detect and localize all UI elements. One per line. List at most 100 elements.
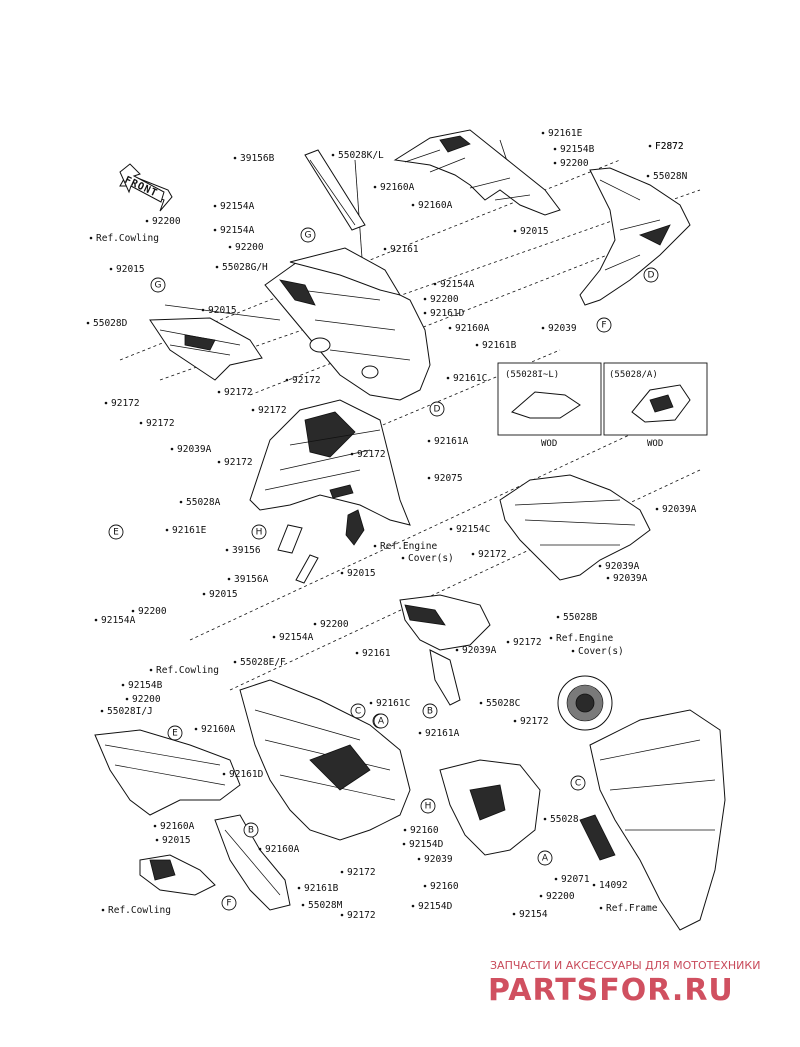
part-label: 92154 (519, 909, 548, 920)
leader-dot (213, 204, 217, 208)
inset-box-footer: WOD (647, 439, 663, 449)
part-39156b (304, 149, 366, 231)
leader-dot (201, 308, 205, 312)
callout-circle (243, 822, 259, 838)
part-label: 92039 (424, 854, 453, 865)
leader-dot (301, 903, 305, 907)
leader-dot (233, 660, 237, 664)
leader-dot (423, 311, 427, 315)
part-label: F2872 (655, 141, 684, 152)
part-label: 92039A (177, 444, 212, 455)
leader-dot (225, 548, 229, 552)
part-label: 55028I/J (107, 706, 153, 717)
leader-dot (217, 460, 221, 464)
part-label: 92154A (220, 201, 255, 212)
part-label: 92161C (453, 373, 487, 384)
part-55028b (499, 474, 651, 581)
leader-dot (401, 556, 405, 560)
part-label: 92200 (320, 619, 349, 630)
front-label: FRONT (123, 175, 159, 200)
leader-dot (553, 147, 557, 151)
leader-dot (655, 507, 659, 511)
leader-dot (355, 651, 359, 655)
part-label: 92161 (390, 244, 419, 255)
callout-markers: GGDFDEHCABEBFAHCA (108, 227, 659, 911)
leader-dot (471, 552, 475, 556)
part-label: Ref.Cowling (108, 905, 171, 916)
callout-circle (373, 713, 389, 729)
part-39156 (277, 524, 303, 554)
leader-dot (340, 913, 344, 917)
part-label: 92071 (561, 874, 590, 885)
callout-letter: C (575, 779, 581, 789)
inset-box-header: (55028I~L) (505, 370, 559, 380)
callout-letter: E (172, 729, 178, 739)
leader-dot (543, 817, 547, 821)
bracket-part (329, 484, 365, 546)
leader-dot (599, 906, 603, 910)
part-label: 92172 (347, 910, 376, 921)
part-label: 92160A (455, 323, 490, 334)
part-label: 92200 (430, 294, 459, 305)
leader-dot (475, 343, 479, 347)
leader-dot (455, 648, 459, 652)
watermark-line1: ЗАПЧАСТИ И АКСЕССУАРЫ ДЛЯ МОТОТЕХНИКИ (490, 959, 760, 972)
part-label: 92160 (410, 825, 439, 836)
leader-dot (251, 408, 255, 412)
part-55028g-h (264, 247, 431, 401)
leader-dot (202, 592, 206, 596)
leader-dot (233, 156, 237, 160)
part-label: 55028D (93, 318, 128, 329)
part-label: 55028K/L (338, 150, 384, 161)
callout-letter: B (427, 707, 433, 717)
part-label: 92172 (357, 449, 386, 460)
part-label: 92172 (478, 549, 507, 560)
part-label: 92039A (662, 504, 697, 515)
leader-dot (411, 904, 415, 908)
leader-dot (194, 727, 198, 731)
callout-letter: F (226, 899, 231, 909)
part-label: 55028E/F (240, 657, 286, 668)
leader-dot (227, 577, 231, 581)
part-label: 92160A (380, 182, 415, 193)
callout-letter: H (425, 802, 432, 812)
part-label: 92200 (546, 891, 575, 902)
callout-letter: E (113, 528, 119, 538)
part-label: 92160 (430, 881, 459, 892)
leader-dot (155, 838, 159, 842)
part-label: 92015 (162, 835, 191, 846)
diagram-code: F2872 (655, 141, 684, 152)
callout-circle (108, 524, 124, 540)
part-55028d (149, 317, 263, 381)
leader-dot (646, 174, 650, 178)
leader-dot (331, 153, 335, 157)
leader-dot (297, 886, 301, 890)
part-label: 92172 (292, 375, 321, 386)
callout-letter: G (155, 281, 162, 291)
callout-circle (221, 895, 237, 911)
leader-dot (340, 870, 344, 874)
inset-box-header: (55028/A) (609, 370, 658, 380)
callout-letter: D (648, 271, 655, 281)
part-label: 55028 (550, 814, 579, 825)
leader-dot (101, 908, 105, 912)
leader-dot (402, 842, 406, 846)
part-55028i-j (94, 729, 241, 816)
part-label: 92161B (304, 883, 339, 894)
leader-dot (541, 131, 545, 135)
leader-dot (369, 701, 373, 705)
part-label: 92015 (209, 589, 238, 600)
front-arrow-icon: FRONT (119, 163, 173, 212)
leader-dot (100, 709, 104, 713)
callout-circle (167, 725, 183, 741)
leader-dot (222, 772, 226, 776)
part-55028c (399, 594, 491, 706)
leader-dot (512, 912, 516, 916)
part-label: 92200 (138, 606, 167, 617)
part-label: 92172 (224, 387, 253, 398)
leader-dot (549, 636, 553, 640)
part-label: 92200 (132, 694, 161, 705)
leader-dot (411, 203, 415, 207)
leader-dot (258, 847, 262, 851)
